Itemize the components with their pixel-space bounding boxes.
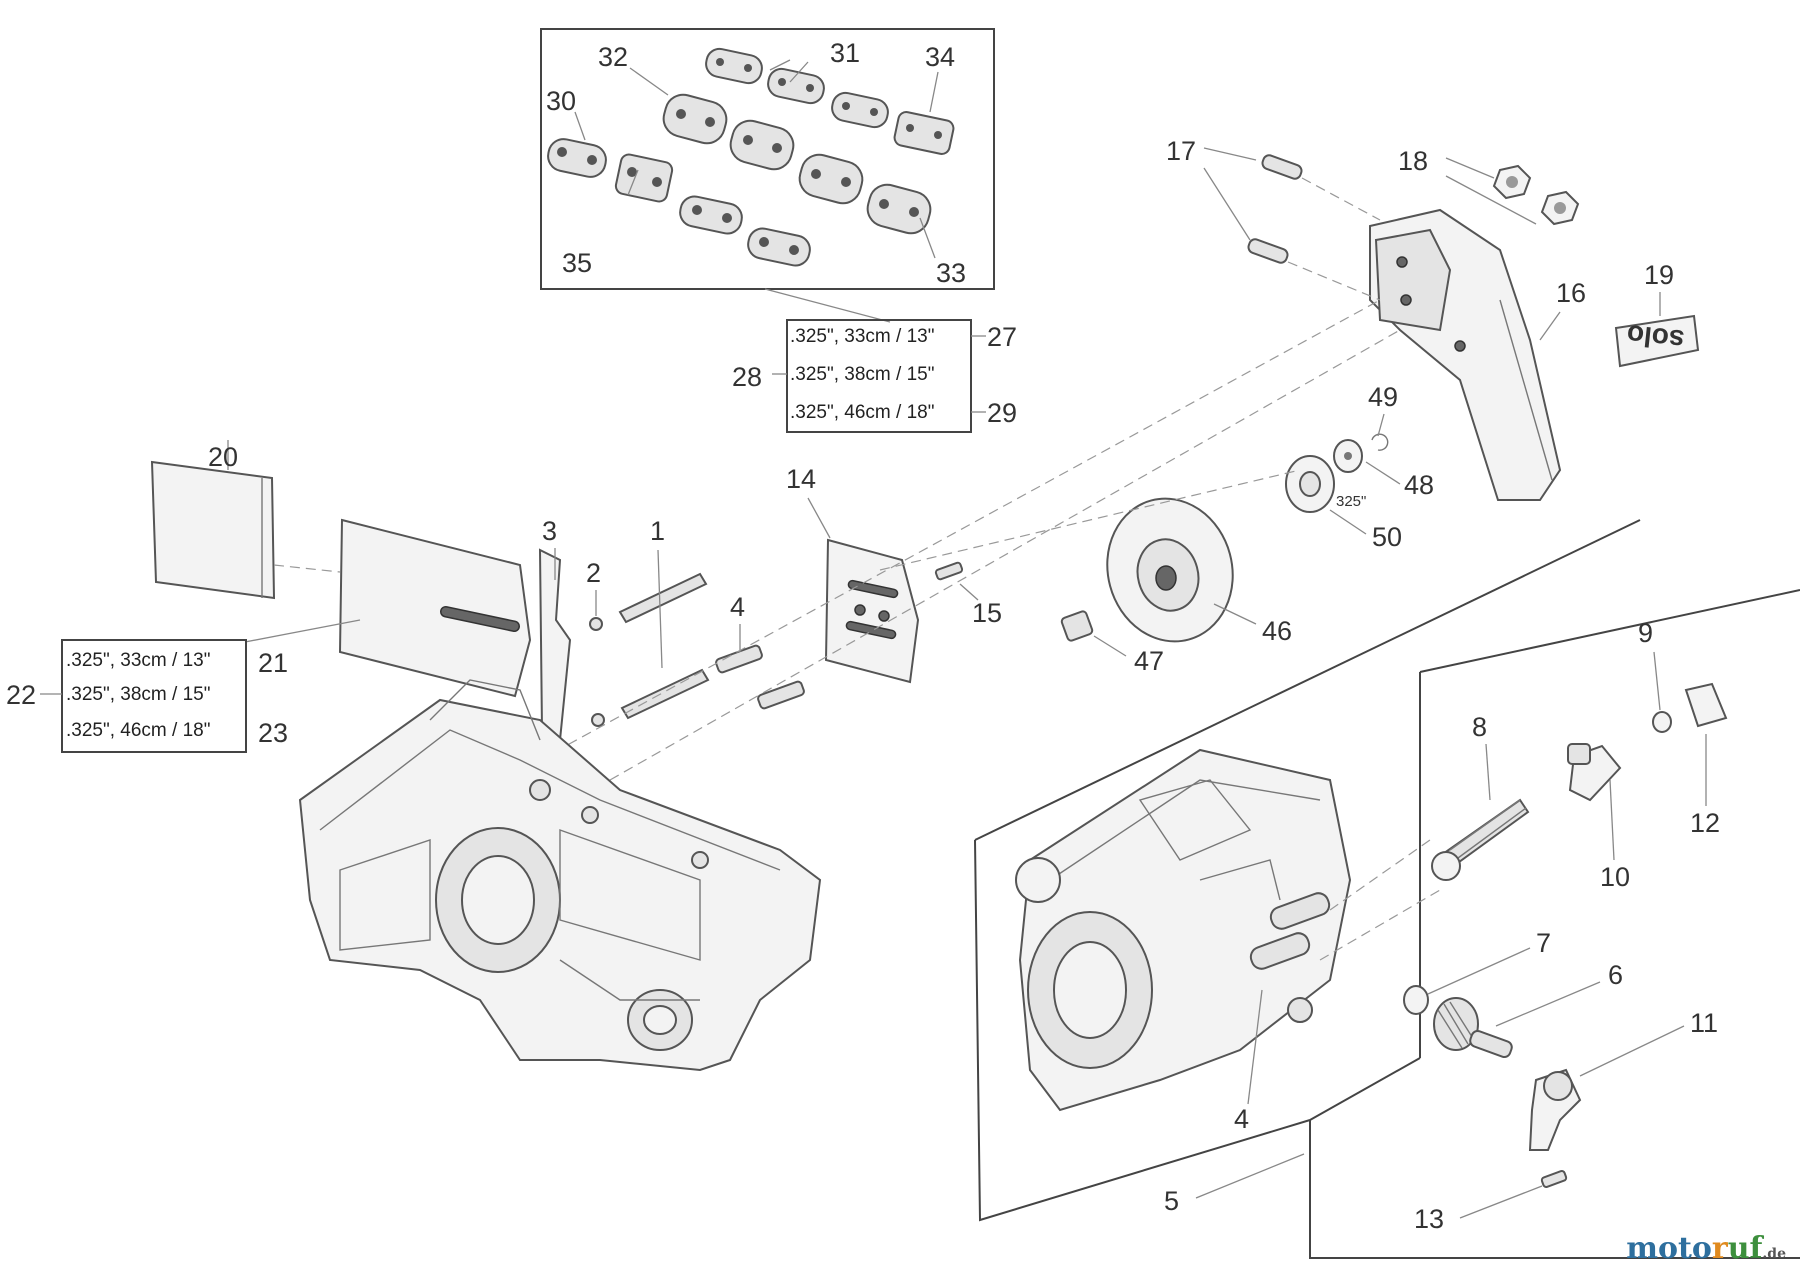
guide-bar <box>338 518 532 698</box>
label-49: 49 <box>1368 382 1398 412</box>
label-21: 21 <box>258 648 288 678</box>
label-19: 19 <box>1644 260 1674 290</box>
label-6: 6 <box>1608 960 1623 990</box>
label-32: 32 <box>598 42 628 72</box>
label-48: 48 <box>1404 470 1434 500</box>
chain-spec-18: .325", 46cm / 18" <box>790 402 934 423</box>
stud-4-lower <box>757 680 805 710</box>
guide-bar-slot <box>440 605 520 633</box>
label-15: 15 <box>972 598 1002 628</box>
washer-9 <box>1652 711 1672 733</box>
label-16: 16 <box>1556 278 1586 308</box>
chain-link-30 <box>547 138 607 178</box>
chain-spec-13: .325", 33cm / 13" <box>790 326 934 347</box>
crankcase-inset <box>1015 748 1352 1112</box>
label-11: 11 <box>1690 1008 1718 1038</box>
label-29: 29 <box>987 398 1017 428</box>
label-23: 23 <box>258 718 288 748</box>
bar-spec-13: .325", 33cm / 13" <box>66 650 210 671</box>
label-22: 22 <box>6 680 36 710</box>
chain-link-32 <box>662 93 728 145</box>
washer-7 <box>1403 985 1429 1015</box>
label-20: 20 <box>208 442 238 472</box>
bolt-1-lower <box>620 668 710 720</box>
label-35: 35 <box>562 248 592 278</box>
stud-17-a <box>1261 154 1303 180</box>
stud-4-upper <box>715 644 763 674</box>
watermark: motoruf.de <box>1626 1231 1786 1266</box>
bar-spec-leader <box>244 619 361 643</box>
label-13: 13 <box>1414 1204 1444 1234</box>
label-12: 12 <box>1690 808 1720 838</box>
bar-spec-15: .325", 38cm / 15" <box>66 684 210 705</box>
label-34: 34 <box>925 42 955 72</box>
bolt-1-upper <box>618 572 708 624</box>
chain-link-c <box>729 119 795 171</box>
section-divider-left <box>974 839 1311 1222</box>
label-27: 27 <box>987 322 1017 352</box>
label-7: 7 <box>1536 928 1551 958</box>
chain-link-d <box>798 153 864 205</box>
label-17: 17 <box>1166 136 1196 166</box>
label-9: 9 <box>1638 618 1653 648</box>
chain-spec-box <box>786 319 972 433</box>
label-31: 31 <box>830 38 860 68</box>
chain-link-a <box>679 195 743 235</box>
label-1: 1 <box>650 516 665 546</box>
washer-2 <box>589 617 603 631</box>
chain-spec-15: .325", 38cm / 15" <box>790 364 934 385</box>
label-18: 18 <box>1398 146 1428 176</box>
label-14: 14 <box>786 464 816 494</box>
label-2: 2 <box>586 558 601 588</box>
crankcase-main <box>298 679 822 1072</box>
seal-12 <box>1684 682 1728 728</box>
chain-link-34 <box>893 111 955 155</box>
bar-spec-box <box>61 639 247 753</box>
label-50: 50 <box>1372 522 1402 552</box>
chain-link-b <box>747 227 811 267</box>
side-plate <box>824 538 920 684</box>
label-8: 8 <box>1472 712 1487 742</box>
chain-leader-lines <box>574 59 939 259</box>
label-4-top: 4 <box>730 592 745 622</box>
logo-decal <box>1614 314 1700 368</box>
chain-link-35 <box>614 153 674 203</box>
label-47: 47 <box>1134 646 1164 676</box>
sprocket-label: 325" <box>1336 493 1366 510</box>
inset-frame <box>1309 1120 1800 1259</box>
chain-link-33 <box>866 183 932 235</box>
bar-spec-18: .325", 46cm / 18" <box>66 720 210 741</box>
chain-link-f <box>831 91 889 129</box>
e-clip <box>1371 433 1389 451</box>
screw-13 <box>1540 1170 1568 1188</box>
label-33: 33 <box>936 258 966 288</box>
needle-bearing <box>1060 610 1094 642</box>
section-divider-top <box>974 519 1641 841</box>
chain-links-group <box>547 47 955 267</box>
label-10: 10 <box>1600 862 1630 892</box>
label-46: 46 <box>1262 616 1292 646</box>
chain-link-e <box>767 67 825 105</box>
label-28: 28 <box>732 362 762 392</box>
stud-17-b <box>1247 238 1289 264</box>
chain-spec-leader <box>764 288 891 323</box>
label-3: 3 <box>542 516 557 546</box>
bar-guard <box>150 460 276 600</box>
label-30: 30 <box>546 86 576 116</box>
label-4-lower: 4 <box>1234 1104 1249 1134</box>
screw-15 <box>934 561 964 581</box>
chain-link-31 <box>705 47 763 85</box>
logo-text: solo <box>1625 319 1685 356</box>
label-5: 5 <box>1164 1186 1179 1216</box>
